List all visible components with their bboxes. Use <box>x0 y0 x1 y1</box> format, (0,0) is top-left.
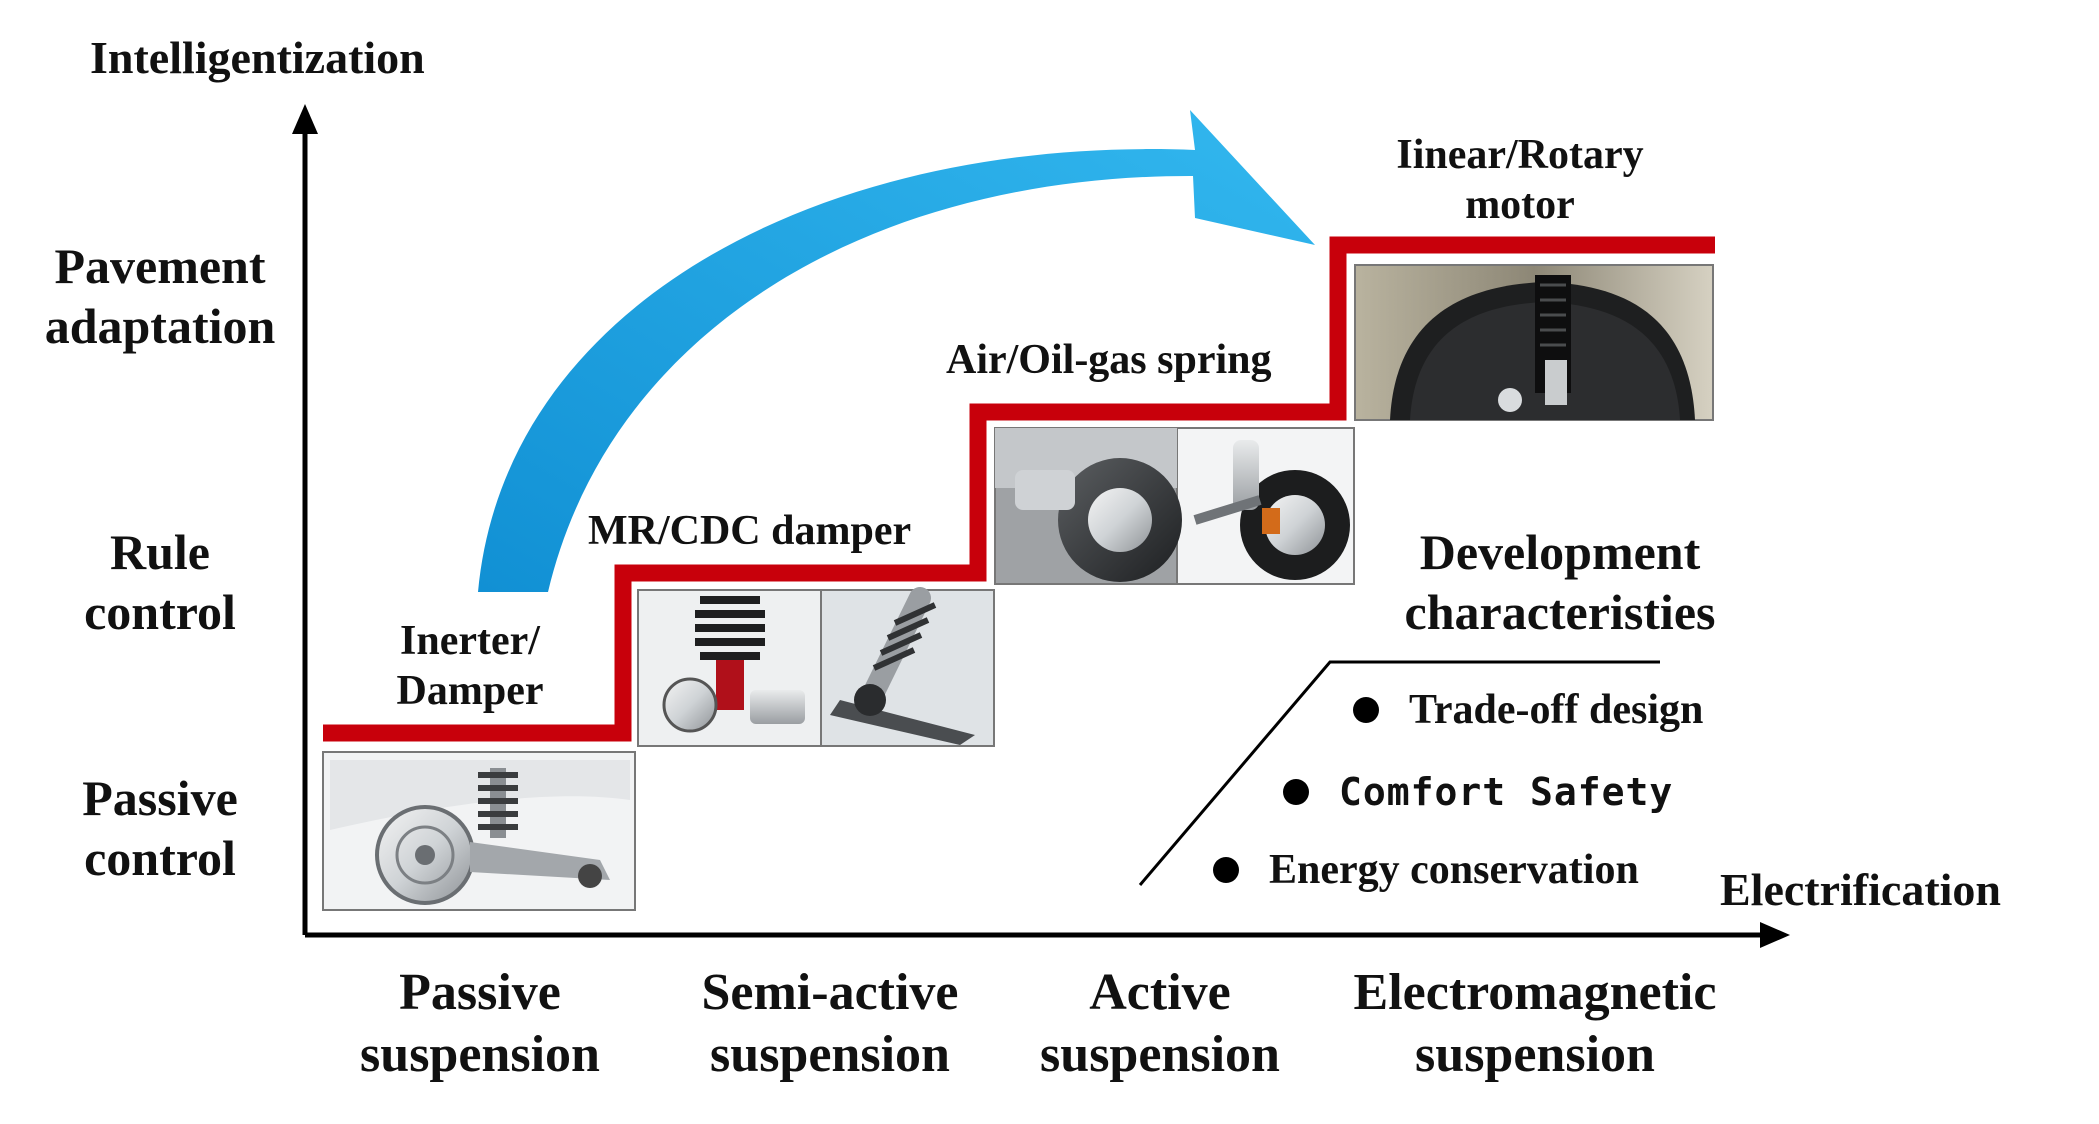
y-level-passive-control: Passive control <box>82 770 238 886</box>
development-item-comfort-safety: Comfort Safety <box>1283 770 1673 814</box>
step-label-air-oil-gas-spring: Air/Oil-gas spring <box>946 337 1272 383</box>
development-bracket <box>1138 660 1660 886</box>
development-item-energy-conservation: Energy conservation <box>1213 846 1639 894</box>
wheel-well-motor-photo <box>1354 264 1714 421</box>
development-staircase <box>323 236 1715 742</box>
bullet-dot-icon <box>1213 857 1239 883</box>
shock-absorber-photo <box>637 587 995 747</box>
bullet-dot-icon <box>1283 779 1309 805</box>
step-label-inerter-damper: Inerter/ Damper <box>396 618 544 715</box>
x-category-semi-active-suspension: Semi-active suspension <box>701 964 959 1084</box>
step-label-linear-rotary-motor: Iinear/Rotary motor <box>1396 132 1644 229</box>
y-level-pavement-adaptation: Pavement adaptation <box>44 238 276 354</box>
x-category-electromagnetic-suspension: Electromagnetic suspension <box>1353 964 1717 1084</box>
y-level-rule-control: Rule control <box>84 524 236 640</box>
bullet-dot-icon <box>1353 697 1379 723</box>
x-category-active-suspension: Active suspension <box>1040 964 1280 1084</box>
wheel-hub-brake-photo <box>322 751 636 911</box>
development-item-trade-off-design: Trade-off design <box>1353 686 1703 734</box>
y-axis-label: Intelligentization <box>90 32 425 83</box>
x-axis-label: Electrification <box>1720 864 2002 915</box>
step-label-mr-cdc-damper: MR/CDC damper <box>588 508 912 554</box>
y-axis-arrowhead <box>292 104 318 134</box>
axes <box>292 104 1790 948</box>
development-title: Development characteristies <box>1404 524 1716 640</box>
progression-arrow <box>478 110 1315 592</box>
air-spring-wheel-photo <box>994 427 1355 585</box>
x-axis-arrowhead <box>1760 922 1790 948</box>
x-category-passive-suspension: Passive suspension <box>360 964 600 1084</box>
